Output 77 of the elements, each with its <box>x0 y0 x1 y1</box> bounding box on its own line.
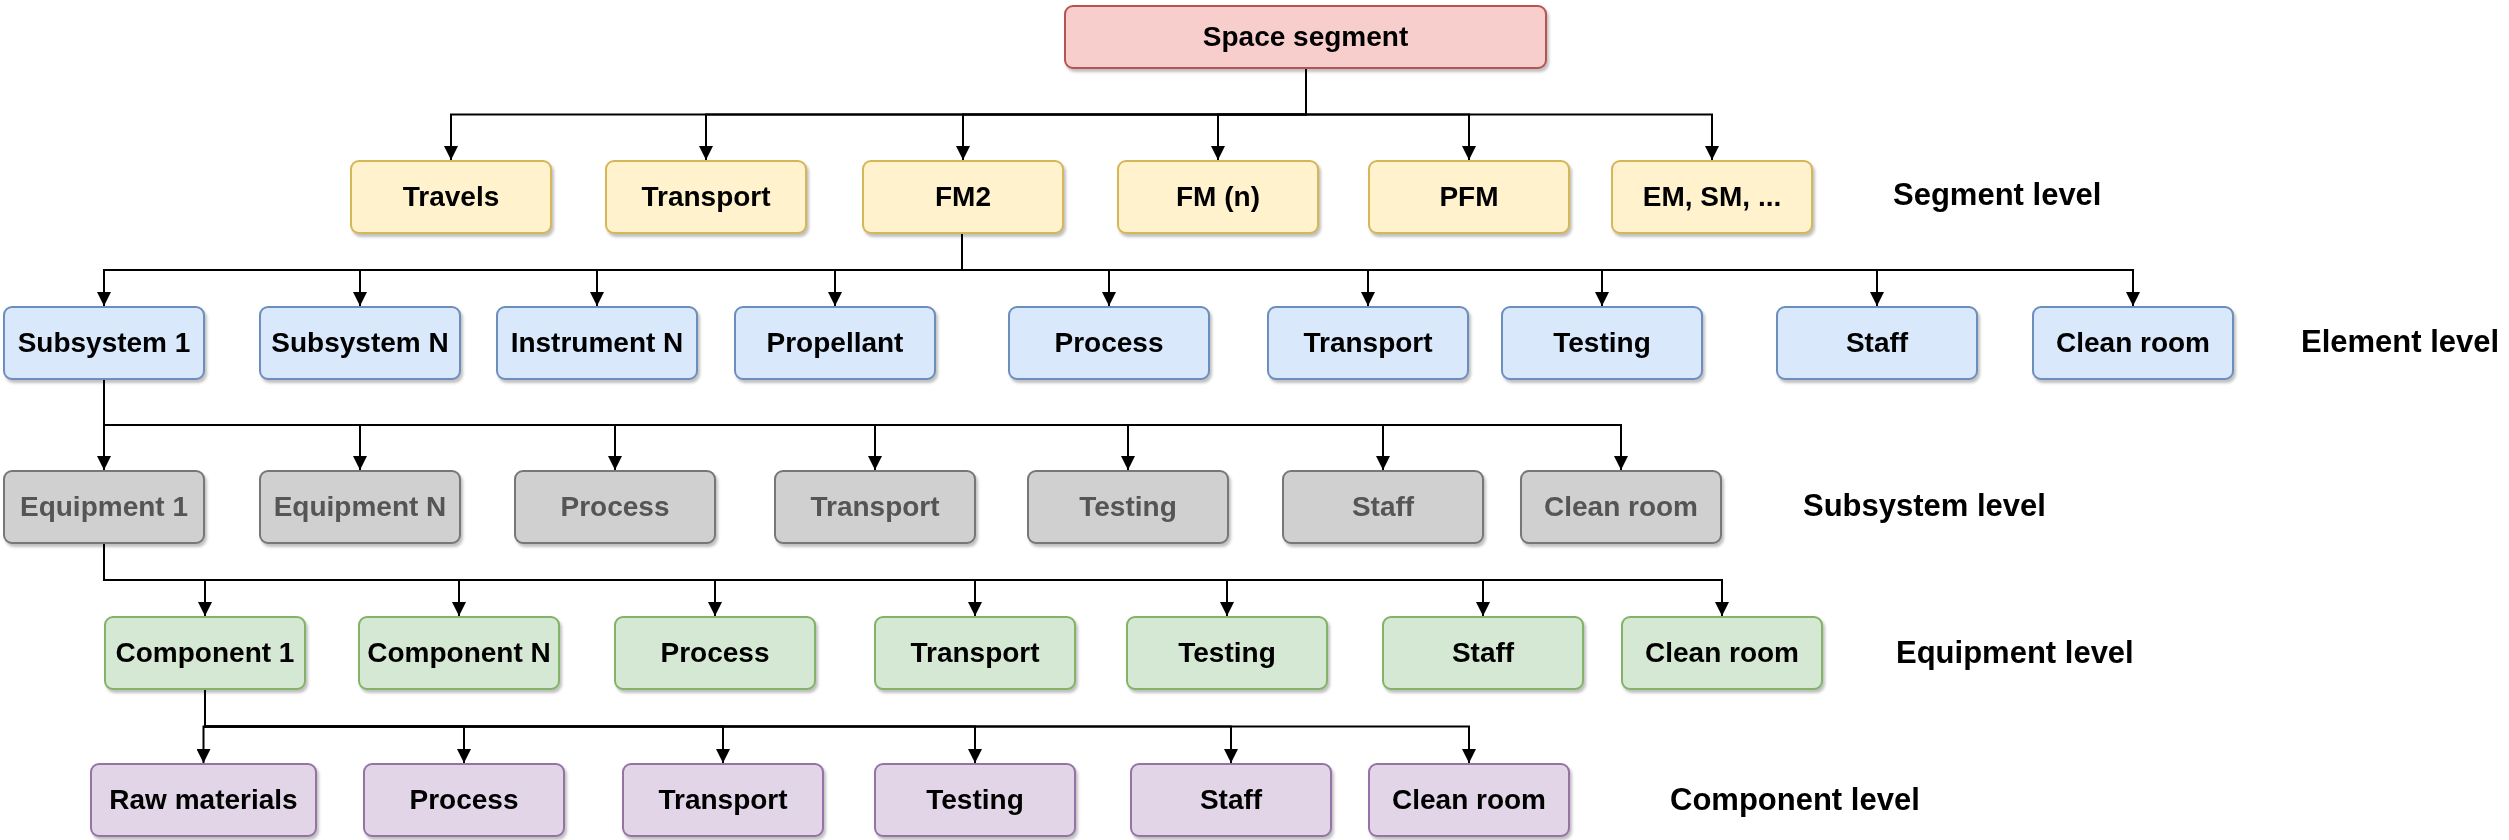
hierarchy-box <box>90 763 317 837</box>
box-label: Clean room <box>1645 637 1799 669</box>
box-label: Process <box>560 491 670 523</box>
hierarchy-box <box>605 160 807 234</box>
hierarchy-box <box>1368 763 1570 837</box>
box-label: Process <box>660 637 770 669</box>
hierarchy-box <box>874 616 1076 690</box>
hierarchy-box <box>1130 763 1332 837</box>
hierarchy-box <box>614 616 816 690</box>
box-label: Subsystem N <box>271 327 449 359</box>
box-label: Process <box>1054 327 1164 359</box>
hierarchy-box <box>1117 160 1319 234</box>
hierarchy-box <box>104 616 306 690</box>
box-label: Testing <box>1553 327 1651 359</box>
hierarchy-box <box>1027 470 1229 544</box>
box-label: Staff <box>1351 491 1415 523</box>
hierarchy-box <box>1611 160 1813 234</box>
hierarchy-box <box>350 160 552 234</box>
box-label: Staff <box>1845 327 1909 359</box>
hierarchy-box <box>1064 5 1547 69</box>
hierarchy-box <box>259 306 461 380</box>
box-label: Travels <box>402 181 500 213</box>
box-label: Equipment 1 <box>20 491 188 523</box>
box-label: Staff <box>1199 784 1263 816</box>
hierarchy-box <box>862 160 1064 234</box>
hierarchy-box <box>363 763 565 837</box>
box-label: Raw materials <box>109 784 298 816</box>
hierarchy-box <box>774 470 976 544</box>
box-label: Component 1 <box>115 637 295 669</box>
hierarchy-box <box>1382 616 1584 690</box>
box-label: Equipment N <box>273 491 447 523</box>
box-label: Testing <box>1178 637 1276 669</box>
hierarchy-box <box>622 763 824 837</box>
box-label: Clean room <box>1392 784 1546 816</box>
box-label: Transport <box>658 784 788 816</box>
box-label: PFM <box>1439 181 1499 213</box>
box-label: Transport <box>810 491 940 523</box>
hierarchy-box <box>1776 306 1978 380</box>
box-label: Transport <box>641 181 771 213</box>
hierarchy-box <box>514 470 716 544</box>
level-label: Equipment level <box>1896 635 2134 671</box>
box-label: Propellant <box>766 327 904 359</box>
hierarchy-box <box>1126 616 1328 690</box>
box-label: Testing <box>1079 491 1177 523</box>
hierarchy-box <box>2032 306 2234 380</box>
hierarchy-box <box>1520 470 1722 544</box>
box-label: Component N <box>367 637 551 669</box>
hierarchy-box <box>1621 616 1823 690</box>
box-label: Clean room <box>2056 327 2210 359</box>
hierarchy-box <box>1501 306 1703 380</box>
hierarchy-box <box>259 470 461 544</box>
box-label: Process <box>409 784 519 816</box>
hierarchy-box <box>1267 306 1469 380</box>
box-label: Space segment <box>1202 21 1409 53</box>
hierarchy-box <box>734 306 936 380</box>
box-label: FM (n) <box>1176 181 1260 213</box>
box-label: Instrument N <box>510 327 684 359</box>
hierarchy-box <box>3 470 205 544</box>
hierarchy-box <box>1368 160 1570 234</box>
hierarchy-box <box>496 306 698 380</box>
box-label: Transport <box>1303 327 1433 359</box>
box-label: FM2 <box>935 181 991 213</box>
box-label: Testing <box>926 784 1024 816</box>
hierarchy-box <box>874 763 1076 837</box>
level-label: Element level <box>2301 324 2500 360</box>
box-label: Staff <box>1451 637 1515 669</box>
box-label: Subsystem 1 <box>17 327 191 359</box>
hierarchy-box <box>358 616 560 690</box>
level-label: Segment level <box>1893 177 2102 213</box>
box-label: Transport <box>910 637 1040 669</box>
hierarchy-box <box>1282 470 1484 544</box>
box-label: EM, SM, ... <box>1642 181 1782 213</box>
hierarchy-box <box>1008 306 1210 380</box>
box-label: Clean room <box>1544 491 1698 523</box>
level-label: Subsystem level <box>1803 488 2046 524</box>
level-label: Component level <box>1670 782 1920 818</box>
hierarchy-box <box>3 306 205 380</box>
